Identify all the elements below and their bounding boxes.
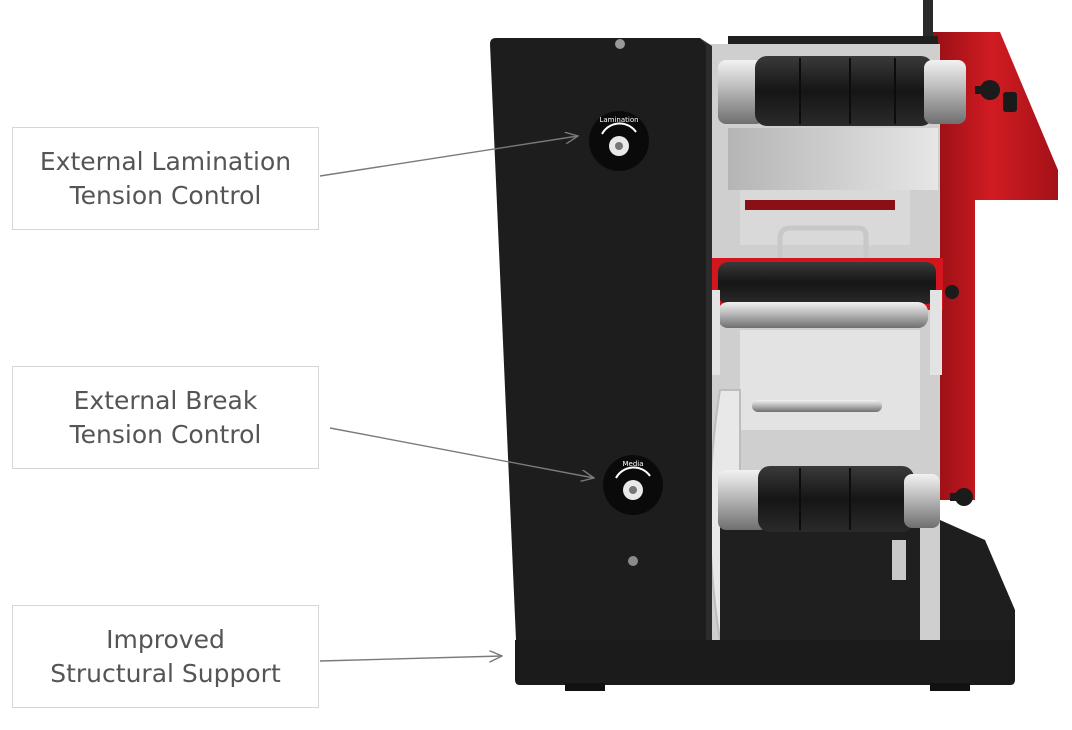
lamination-knob-label: Lamination xyxy=(599,116,638,124)
callout-line: Tension Control xyxy=(69,180,262,210)
bottom-roller xyxy=(718,466,940,532)
lamination-arrow xyxy=(319,136,578,177)
top-rod xyxy=(923,0,933,48)
break-knob-label: Media xyxy=(622,460,643,468)
callout-line: Tension Control xyxy=(69,419,262,449)
callout-line: Improved xyxy=(106,624,225,654)
callout-line: Structural Support xyxy=(50,658,281,688)
callout-structural-support: Improved Structural Support xyxy=(12,605,319,708)
inner-mechanism xyxy=(700,44,940,644)
base-plate xyxy=(515,640,1015,685)
callout-break-tension: External Break Tension Control xyxy=(12,366,319,469)
red-side-frame xyxy=(925,32,1058,506)
support-arrow xyxy=(319,656,502,661)
break-tension-knob[interactable]: Media xyxy=(603,455,663,515)
callout-line: External Lamination xyxy=(39,146,292,176)
lamination-tension-knob[interactable]: Lamination xyxy=(589,111,649,171)
break-arrow xyxy=(329,427,594,478)
middle-roller xyxy=(708,225,959,375)
top-roller xyxy=(718,56,966,126)
callout-lamination-tension: External Lamination Tension Control xyxy=(12,127,319,230)
callout-line: External Break xyxy=(73,385,258,415)
